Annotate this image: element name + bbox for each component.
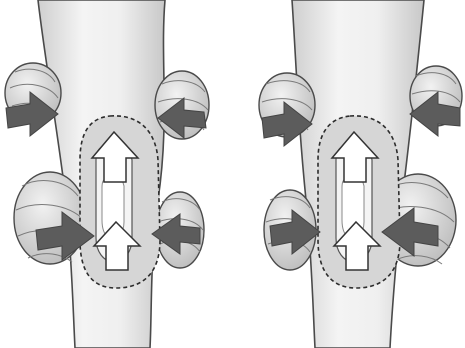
panel-left (5, 0, 209, 348)
panel-right (259, 0, 462, 348)
